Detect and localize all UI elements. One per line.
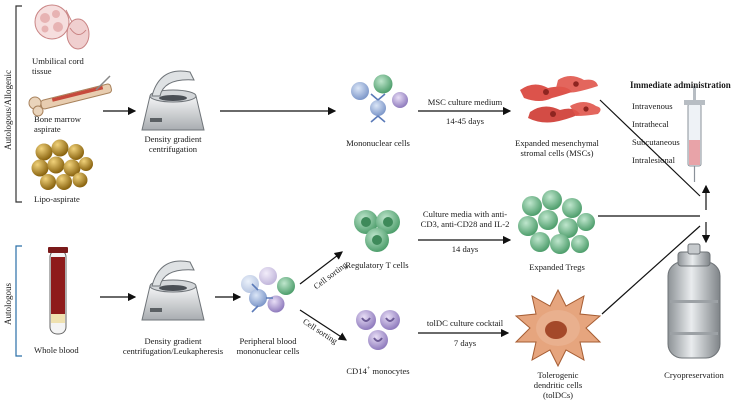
- arrow-pbmc-to-monocytes: [299, 309, 348, 341]
- cryo-tank-icon: [667, 243, 721, 359]
- line-mscs-to-hub: [599, 99, 701, 197]
- blood-tube-icon: [48, 247, 68, 335]
- route-subcutaneous: Subcutaneous: [632, 137, 680, 147]
- cd14-monocytes-icon: [356, 310, 400, 350]
- pbmc-label-line2: mononuclear cells: [236, 346, 300, 356]
- expanded-mscs-line1: Expanded mesenchymal: [515, 138, 599, 148]
- route-intravenous: Intravenous: [632, 101, 673, 111]
- toldcs-label: Tolerogenic dendritic cells (tolDCs): [518, 370, 598, 400]
- umbilical-cord-label: Umbilical cord tissue: [32, 56, 84, 76]
- umbilical-cord-label-line2: tissue: [32, 66, 52, 76]
- bone-marrow-label: Bone marrow aspirate: [34, 114, 81, 134]
- treg-media-line2: CD3, anti-CD28 and IL-2: [420, 219, 510, 229]
- group-label-bottom: Autologous: [3, 282, 13, 325]
- mononuclear-cells-icon: [351, 74, 408, 123]
- arrow-pbmc-to-tregs: [299, 251, 343, 285]
- cd14-label: CD14+ monocytes: [332, 364, 424, 376]
- centrifugation-top-line2: centrifugation: [148, 144, 198, 154]
- bone-marrow-label-line1: Bone marrow: [34, 114, 82, 124]
- administration-title: Immediate administration: [630, 80, 731, 90]
- expanded-tregs-label: Expanded Tregs: [529, 262, 585, 272]
- bracket-top: [15, 5, 22, 203]
- cryopreservation-label: Cryopreservation: [664, 370, 724, 380]
- expanded-tregs-icon: [518, 190, 595, 254]
- toldcs-line3: (tolDCs): [542, 390, 574, 400]
- bone-marrow-label-line2: aspirate: [34, 124, 61, 134]
- centrifugation-bottom-label: Density gradient centrifugation/Leukaphe…: [113, 336, 233, 356]
- expanded-mscs-line2: stromal cells (MSCs): [520, 148, 594, 158]
- toldcs-line1: Tolerogenic: [537, 370, 579, 380]
- centrifugation-top-line1: Density gradient: [144, 134, 202, 144]
- treg-days-label: 14 days: [451, 244, 479, 254]
- bone-marrow-icon: [28, 75, 113, 117]
- cd14-superscript: +: [366, 366, 371, 372]
- umbilical-cord-label-line1: Umbilical cord: [32, 56, 84, 66]
- bracket-bottom: [15, 245, 22, 357]
- toldc-cocktail-label: tolDC culture cocktail: [426, 318, 504, 328]
- toldc-days-label: 7 days: [453, 338, 477, 348]
- treg-cells-icon: [354, 210, 400, 252]
- cd14-text: CD14: [346, 365, 367, 376]
- treg-media-line1: Culture media with anti-: [422, 209, 508, 219]
- group-label-top: Autologous/Allogenic: [3, 70, 13, 150]
- pbmc-label: Peripheral blood mononuclear cells: [228, 336, 308, 356]
- lipo-aspirate-icon: [31, 139, 93, 190]
- expanded-mscs-label: Expanded mesenchymal stromal cells (MSCs…: [505, 138, 609, 158]
- lipo-aspirate-label: Lipo-aspirate: [34, 194, 80, 204]
- expanded-mscs-icon: [520, 76, 601, 123]
- pbmc-label-line1: Peripheral blood: [239, 336, 297, 346]
- centrifugation-bottom-line2: centrifugation/Leukapheresis: [122, 346, 224, 356]
- route-intrathecal: Intrathecal: [632, 119, 669, 129]
- centrifugation-top-label: Density gradient centrifugation: [123, 134, 223, 154]
- whole-blood-label: Whole blood: [34, 345, 79, 355]
- centrifuge-bottom-icon: [141, 260, 205, 321]
- line-toldc-to-hub: [601, 225, 701, 315]
- msc-days-label: 14-45 days: [446, 116, 484, 126]
- syringe-icon: [684, 86, 705, 182]
- umbilical-cord-icon: [34, 4, 90, 50]
- mononuclear-cells-label: Mononuclear cells: [346, 138, 410, 148]
- msc-medium-label: MSC culture medium: [427, 97, 503, 107]
- treg-media-label: Culture media with anti- CD3, anti-CD28 …: [412, 209, 518, 229]
- centrifuge-top-icon: [141, 70, 205, 131]
- cd14-suffix: monocytes: [370, 365, 410, 376]
- route-intralesional: Intralesional: [632, 155, 675, 165]
- pbmc-icon: [241, 267, 295, 313]
- tregs-label: Regulatory T cells: [345, 260, 409, 270]
- centrifugation-bottom-line1: Density gradient: [144, 336, 202, 346]
- toldc-icon: [514, 288, 602, 368]
- toldcs-line2: dendritic cells: [533, 380, 583, 390]
